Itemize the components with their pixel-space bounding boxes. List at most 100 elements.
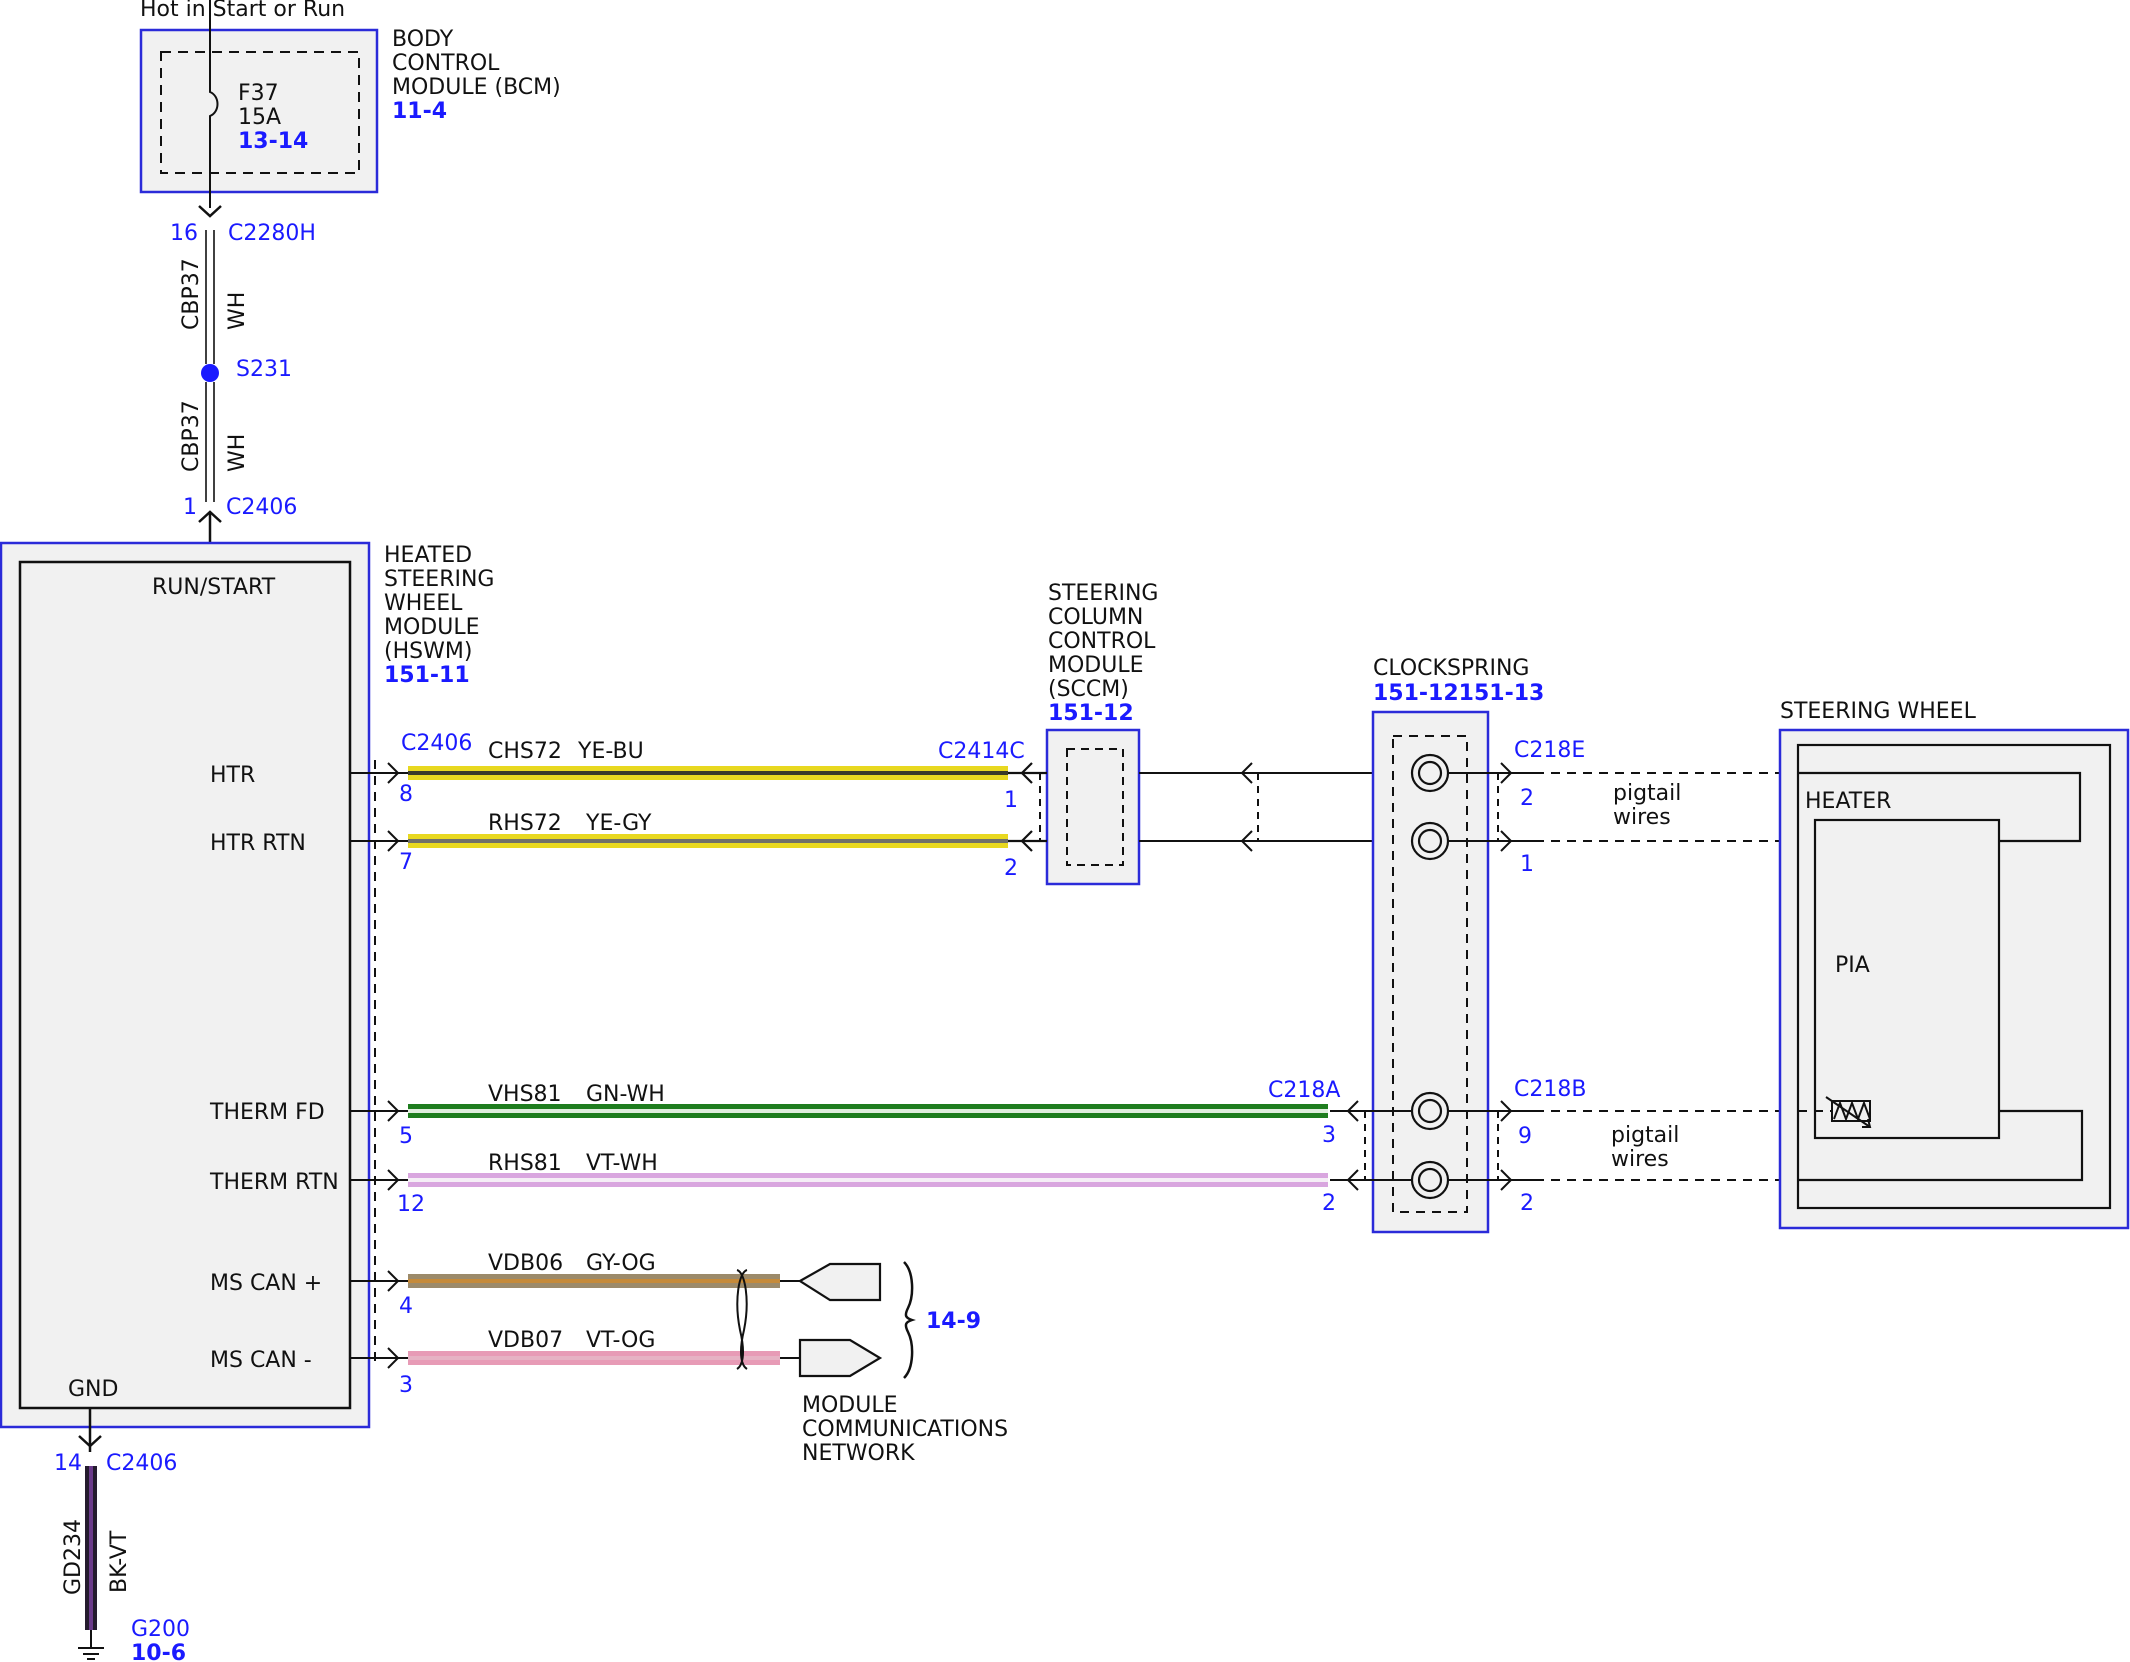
pigtail-dashed-lines — [1535, 772, 1835, 1181]
fuse-ref-link[interactable]: 13-14 — [238, 129, 308, 154]
hswm-name-line5: (HSWM) — [384, 639, 472, 664]
wire-rhs81-vt-wh[interactable] — [408, 1173, 1328, 1187]
pin-number-12: 12 — [397, 1192, 425, 1217]
bcm-name-line2: CONTROL — [392, 51, 500, 76]
pin-label-ms-can-plus: MS CAN + — [210, 1271, 322, 1296]
top-wire-wh-lower — [205, 382, 215, 502]
wire-circuit-vdb06: VDB06 — [488, 1251, 563, 1276]
top-wire-connector-c2406[interactable]: C2406 — [226, 495, 297, 520]
top-wire-circuit-lower: CBP37 — [179, 400, 204, 472]
network-brace-icon — [903, 1261, 916, 1379]
hswm-name-line4: MODULE — [384, 615, 480, 640]
wire-circuit-chs72: CHS72 — [488, 739, 562, 764]
c2414c-pin-2: 2 — [1004, 856, 1018, 881]
hswm-ref-link[interactable]: 151-11 — [384, 663, 470, 688]
top-wire-connector-c2280h[interactable]: C2280H — [228, 221, 316, 246]
bcm-name-line1: BODY — [392, 27, 454, 52]
ground-symbol-icon — [78, 1630, 104, 1660]
c2280h-connector-arrow — [198, 205, 222, 218]
sccm-ref-link[interactable]: 151-12 — [1048, 701, 1134, 726]
wire-color-vt-wh: VT-WH — [586, 1151, 658, 1176]
top-wire-pin-16: 16 — [170, 221, 198, 246]
top-wire-color-upper: WH — [225, 292, 250, 330]
wire-circuit-vdb07: VDB07 — [488, 1328, 563, 1353]
pigtail-upper-line1: pigtail — [1613, 781, 1681, 806]
ms-can-minus-connector-icon — [780, 1338, 883, 1378]
network-name-line1: MODULE — [802, 1393, 898, 1418]
wire-circuit-rhs81: RHS81 — [488, 1151, 562, 1176]
c218a-pin-3: 3 — [1322, 1123, 1336, 1148]
wire-rhs72-ye-gy[interactable] — [408, 834, 1008, 848]
splice-s231-label: S231 — [236, 357, 292, 382]
hswm-name-line3: WHEEL — [384, 591, 463, 616]
twisted-pair-icon — [736, 1269, 748, 1370]
ground-connector-c2406[interactable]: C2406 — [106, 1451, 177, 1476]
ground-ref-link[interactable]: 10-6 — [131, 1641, 186, 1662]
ms-can-plus-connector-icon — [780, 1262, 882, 1302]
pin-number-3: 3 — [399, 1373, 413, 1398]
sccm-name-line1: STEERING — [1048, 581, 1158, 606]
network-name-line2: COMMUNICATIONS — [802, 1417, 1008, 1442]
hswm-gnd-label: GND — [68, 1377, 118, 1402]
pin-label-htr-rtn: HTR RTN — [210, 831, 306, 856]
connector-c218b[interactable]: C218B — [1514, 1077, 1586, 1102]
clockspring-module[interactable] — [1371, 710, 1490, 1234]
pin-label-htr: HTR — [210, 763, 255, 788]
wire-vdb07-vt-og[interactable] — [408, 1351, 780, 1365]
top-wire-color-lower: WH — [225, 434, 250, 472]
pin-number-8: 8 — [399, 782, 413, 807]
top-wire-wh-upper — [205, 230, 215, 364]
network-ref-link[interactable]: 14-9 — [926, 1309, 981, 1334]
wire-color-vt-og: VT-OG — [586, 1328, 655, 1353]
c218e-pin-1: 1 — [1520, 852, 1534, 877]
clockspring-lines — [1330, 762, 1535, 1191]
wire-gd234-bk-vt[interactable] — [85, 1466, 97, 1630]
wire-color-ye-gy: YE-GY — [585, 811, 652, 836]
ground-connector-arrow — [78, 1435, 102, 1448]
thermistor-icon — [1825, 1096, 1872, 1128]
splice-s231-dot[interactable] — [201, 364, 219, 382]
pin-number-4: 4 — [399, 1294, 413, 1319]
hswm-module[interactable] — [0, 541, 371, 1429]
pin-label-therm-fd: THERM FD — [209, 1100, 325, 1125]
wire-color-gy-og: GY-OG — [586, 1251, 656, 1276]
sccm-name-line3: CONTROL — [1048, 629, 1156, 654]
fuse-id: F37 — [238, 81, 279, 106]
bcm-label: BODY CONTROL MODULE (BCM) 11-4 — [392, 27, 561, 124]
pigtail-lower-line1: pigtail — [1611, 1123, 1679, 1148]
clockspring-name: CLOCKSPRING — [1373, 656, 1529, 681]
pin-label-ms-can-minus: MS CAN - — [210, 1348, 312, 1373]
sccm-name-line5: (SCCM) — [1048, 677, 1129, 702]
wire-vdb06-gy-og[interactable] — [408, 1274, 780, 1288]
c218-pin-2-lower: 2 — [1322, 1191, 1336, 1216]
bcm-ref-link[interactable]: 11-4 — [392, 99, 447, 124]
hswm-run-start-label: RUN/START — [152, 575, 276, 600]
pin-number-7: 7 — [399, 850, 413, 875]
pia-module[interactable] — [1813, 818, 2001, 1140]
wire-chs72-ye-bu[interactable] — [408, 766, 1008, 780]
pigtail-upper-line2: wires — [1613, 805, 1671, 830]
power-note: Hot in Start or Run — [140, 0, 345, 22]
wire-vhs81-gn-wh[interactable] — [408, 1104, 1328, 1118]
connector-c2414c[interactable]: C2414C — [938, 739, 1025, 764]
sccm-module[interactable] — [1045, 728, 1141, 886]
sccm-to-clockspring-lines — [1139, 762, 1410, 852]
steering-wheel-name: STEERING WHEEL — [1780, 699, 1977, 724]
connector-c218a[interactable]: C218A — [1268, 1078, 1340, 1103]
hswm-pin-stubs — [350, 762, 408, 1369]
heater-label: HEATER — [1805, 789, 1891, 814]
sccm-label: STEERING COLUMN CONTROL MODULE (SCCM) 15… — [1048, 581, 1158, 726]
c2414c-pin-1: 1 — [1004, 788, 1018, 813]
hswm-name-line2: STEERING — [384, 567, 494, 592]
c218b-pin-2: 2 — [1520, 1191, 1534, 1216]
hswm-connector-c2406[interactable]: C2406 — [401, 731, 472, 756]
wire-color-gn-wh: GN-WH — [586, 1082, 665, 1107]
ground-color-bk-vt: BK-VT — [107, 1530, 132, 1593]
connector-c218e[interactable]: C218E — [1514, 738, 1585, 763]
bcm-module[interactable] — [139, 28, 379, 194]
top-wire-pin-1: 1 — [183, 495, 197, 520]
network-name-line3: NETWORK — [802, 1441, 915, 1466]
pigtail-lower-line2: wires — [1611, 1147, 1669, 1172]
clockspring-ref-link[interactable]: 151-12151-13 — [1373, 681, 1544, 706]
